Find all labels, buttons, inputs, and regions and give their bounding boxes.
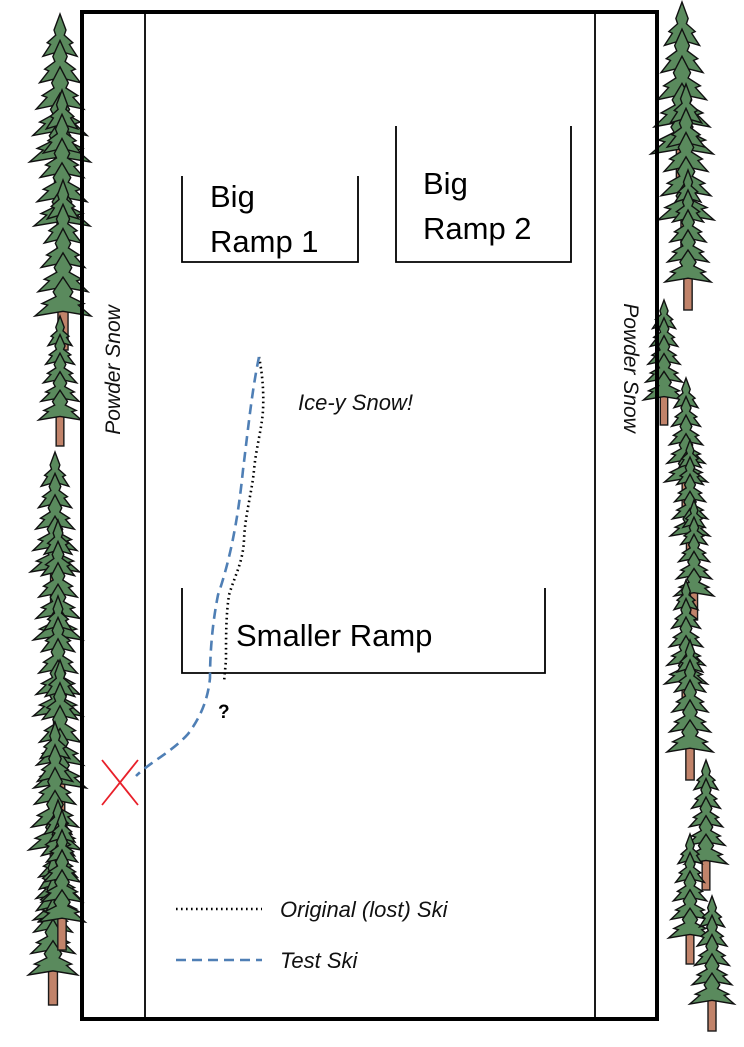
legend: Original (lost) Ski Test Ski [176, 897, 449, 973]
pine-tree-icon [682, 757, 730, 891]
big-ramp-2-label-line1: Big [423, 166, 468, 201]
left-powder-label: Powder Snow [102, 303, 125, 434]
legend-test-label: Test Ski [280, 948, 359, 973]
big-ramp-2-label-line2: Ramp 2 [423, 211, 532, 246]
question-mark: ? [218, 702, 230, 723]
pine-tree-icon [662, 167, 714, 311]
legend-original-label: Original (lost) Ski [280, 897, 449, 922]
pine-tree-icon [36, 313, 84, 447]
pine-tree-icon [666, 831, 714, 965]
original-ski-path [222, 356, 265, 683]
big-ramp-2: Big Ramp 2 [395, 126, 572, 263]
slope-boundary [80, 10, 659, 1021]
pine-tree-icon [664, 637, 716, 781]
pine-tree-icon [687, 893, 737, 1032]
x-mark-icon [101, 759, 139, 806]
pine-tree-icon [671, 497, 717, 621]
smaller-ramp-label: Smaller Ramp [236, 618, 432, 653]
left-tree-line [25, 11, 94, 1006]
right-tree-line [641, 0, 737, 1032]
big-ramp-1-label-line2: Ramp 1 [210, 224, 319, 259]
smaller-ramp: Smaller Ramp [181, 588, 546, 674]
right-powder-label: Powder Snow [619, 303, 642, 434]
icey-snow-label: Ice-y Snow! [298, 390, 413, 415]
pine-tree-icon [32, 177, 94, 351]
big-ramp-1-label-line1: Big [210, 179, 255, 214]
big-ramp-1: Big Ramp 1 [181, 176, 359, 263]
test-ski-path [135, 356, 261, 777]
pine-tree-icon [36, 807, 88, 951]
